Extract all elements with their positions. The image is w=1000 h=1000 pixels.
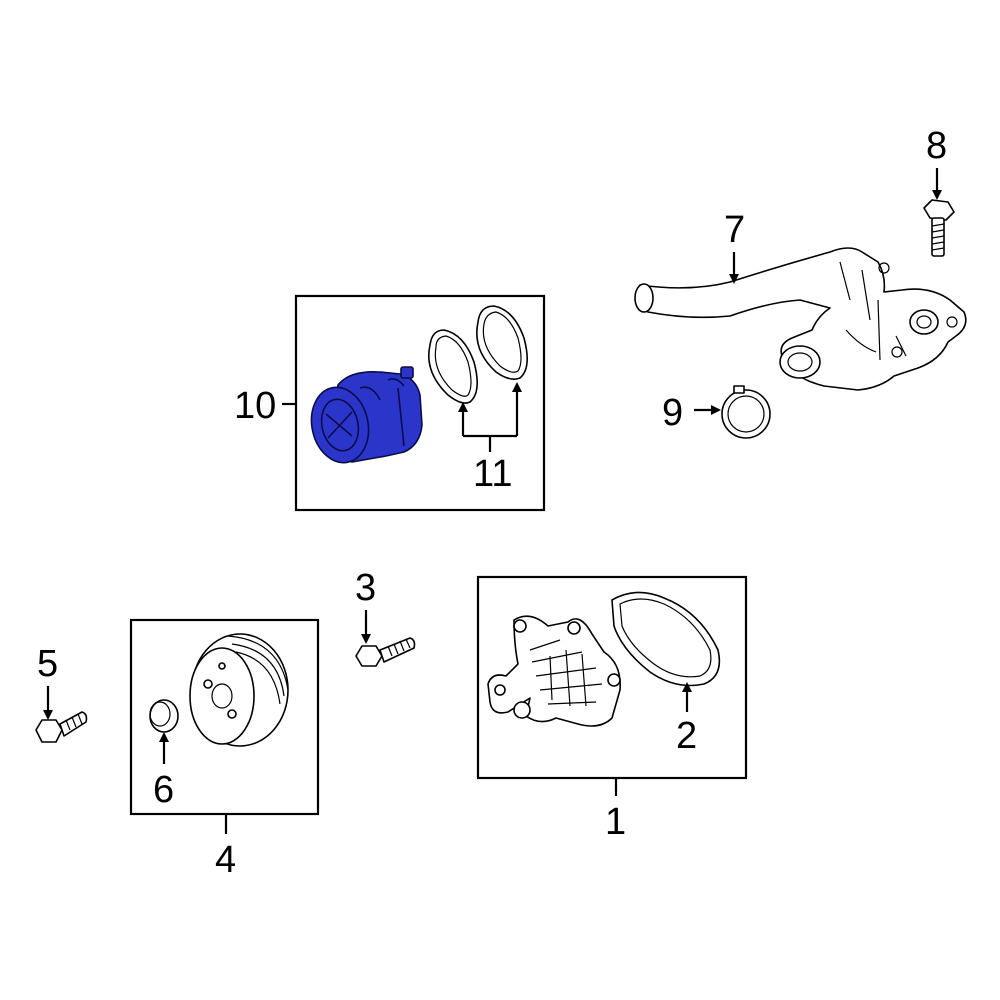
callout-3[interactable]: 3 <box>355 567 376 609</box>
callout-5[interactable]: 5 <box>37 643 58 685</box>
callout-10[interactable]: 10 <box>234 385 276 427</box>
callout-11-bracket <box>458 382 522 452</box>
cap-part-6[interactable] <box>149 699 179 733</box>
o-ring-pair-11[interactable] <box>428 305 528 404</box>
callout-1[interactable]: 1 <box>605 801 626 843</box>
water-pump-part-1[interactable] <box>487 615 621 727</box>
water-pump-group-box <box>476 575 748 780</box>
callout-9[interactable]: 9 <box>662 392 683 434</box>
thermostat-part-10[interactable] <box>305 366 423 468</box>
callout-2[interactable]: 2 <box>676 715 697 757</box>
water-outlet-housing-7[interactable] <box>634 247 967 391</box>
callout-7[interactable]: 7 <box>724 209 745 251</box>
bolt-3[interactable] <box>355 637 416 667</box>
pulley-group-box <box>129 618 320 816</box>
callout-8[interactable]: 8 <box>926 125 947 167</box>
callout-6[interactable]: 6 <box>153 769 174 811</box>
callout-11[interactable]: 11 <box>473 453 512 495</box>
bolt-5[interactable] <box>35 711 88 743</box>
gasket-ring-9[interactable] <box>721 385 771 439</box>
pump-gasket-part-2[interactable] <box>611 591 721 687</box>
bolt-8[interactable] <box>923 199 955 257</box>
callout-4[interactable]: 4 <box>215 839 236 881</box>
pulley-part-4[interactable] <box>189 633 289 747</box>
